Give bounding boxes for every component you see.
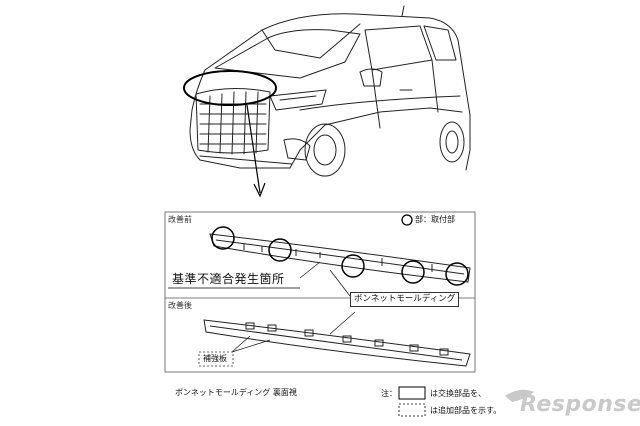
response-watermark: Response. (520, 392, 640, 417)
figure-caption: ボンネットモールディング 裏面視 (175, 388, 297, 397)
leader-lines-before (299, 261, 351, 297)
highlight-ellipse (183, 70, 277, 106)
section-label-before: 改善前 (168, 215, 192, 224)
part-name-label: ボンネットモールディング (350, 292, 460, 307)
note-prefix: 注： (381, 389, 397, 398)
molding-after (203, 319, 471, 367)
section-label-after: 改善後 (168, 301, 192, 310)
molding-before (209, 233, 471, 283)
pointer-arrow (246, 104, 266, 198)
legend-mount-text: 部：取付部 (415, 215, 455, 224)
defect-location-label: 基準不適合発生箇所 (172, 272, 285, 286)
reinforce-plate-label: 補強板 (203, 354, 227, 363)
response-logo-icon (505, 389, 534, 402)
mount-circles-before (211, 226, 469, 286)
note-add-text: は追加部品を示す。 (430, 406, 502, 415)
reinforce-box (198, 351, 234, 367)
leader-lines-after (231, 311, 356, 353)
note-replace-text: は交換部品を、 (430, 389, 486, 398)
legend-replace-box (398, 386, 426, 400)
legend-circle-icon (401, 214, 413, 226)
vehicle-drawing (189, 5, 471, 177)
legend-add-box (398, 403, 426, 417)
